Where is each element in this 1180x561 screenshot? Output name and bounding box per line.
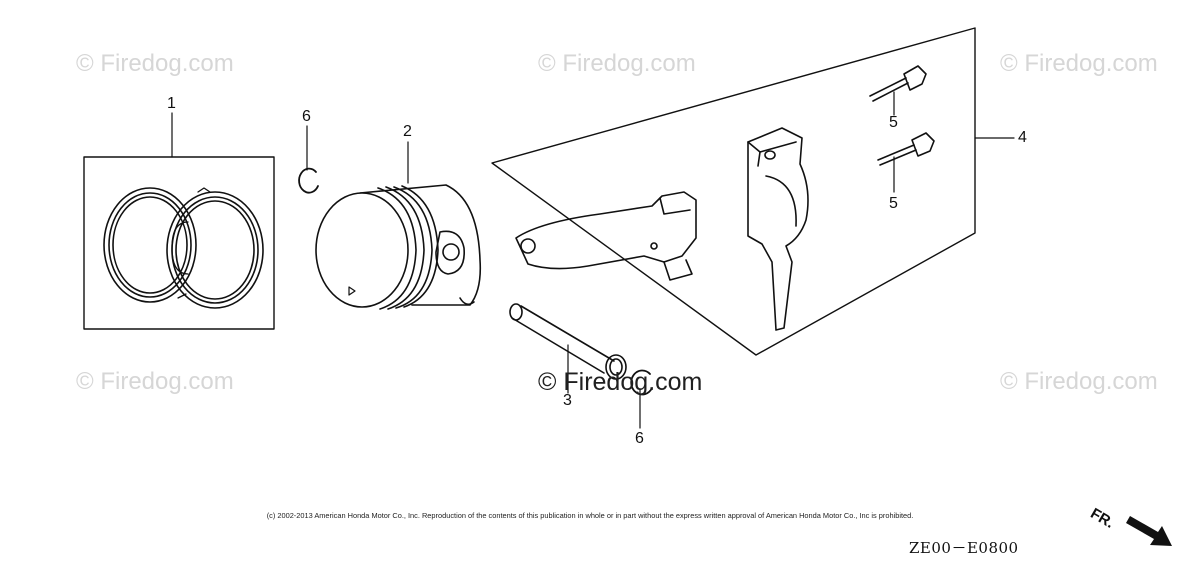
callout-pin-clip-lower: 6	[635, 430, 644, 447]
watermark-center: © Firedog.com	[538, 368, 703, 396]
callout-piston-ring-set: 1	[167, 95, 176, 112]
callout-rod-bolt-upper: 5	[889, 114, 898, 131]
watermark-top-left: © Firedog.com	[76, 50, 234, 77]
piston[interactable]	[315, 184, 482, 310]
connecting-rod-set[interactable]	[491, 27, 976, 356]
rod-bolt-upper[interactable]	[869, 65, 927, 102]
piston-ring-set[interactable]	[83, 156, 275, 330]
diagram-code: ZE00－E0800	[909, 539, 1019, 557]
front-direction-arrow	[1126, 516, 1172, 546]
rod-bolt-lower[interactable]	[877, 132, 935, 166]
callout-piston: 2	[403, 123, 412, 140]
callout-pin-clip-upper: 6	[302, 108, 311, 125]
copyright-notice: (c) 2002-2013 American Honda Motor Co., …	[266, 511, 914, 520]
callout-rod-bolt-lower: 5	[889, 195, 898, 212]
watermark-top-center: © Firedog.com	[538, 50, 696, 77]
watermark-bottom-left: © Firedog.com	[76, 368, 234, 395]
callout-piston-pin: 3	[563, 392, 572, 409]
watermark-top-right: © Firedog.com	[1000, 50, 1158, 77]
piston-pin[interactable]	[509, 303, 627, 380]
watermark-bottom-right: © Firedog.com	[1000, 368, 1158, 395]
pin-clip-upper[interactable]	[298, 167, 319, 194]
callout-connecting-rod-set: 4	[1018, 129, 1027, 146]
pin-clip-lower[interactable]	[630, 369, 653, 396]
